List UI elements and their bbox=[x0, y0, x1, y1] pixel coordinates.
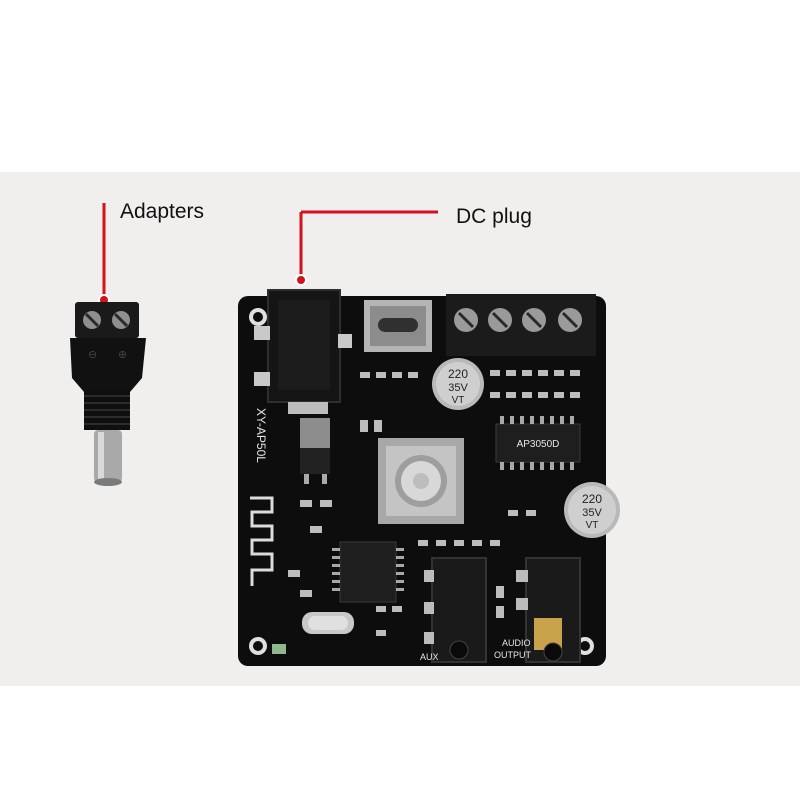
screw-terminal bbox=[446, 294, 596, 356]
capacitor-1-value: 220 bbox=[448, 367, 468, 381]
status-led bbox=[272, 644, 286, 654]
capacitor-2: 220 35V VT bbox=[564, 482, 620, 538]
dc-plug-callout bbox=[295, 210, 438, 286]
dc-adapter-plug: ⊖ ⊕ bbox=[70, 302, 146, 486]
adapters-callout bbox=[98, 203, 110, 306]
capacitor-2-voltage: 35V bbox=[582, 507, 602, 519]
audio-output-jack: AUDIO OUTPUT bbox=[494, 557, 581, 663]
chip-label: AP3050D bbox=[517, 439, 560, 450]
adapters-label: Adapters bbox=[120, 200, 205, 223]
dc-jack bbox=[254, 289, 352, 414]
smd-components bbox=[288, 370, 580, 636]
svg-text:⊕: ⊕ bbox=[118, 349, 127, 361]
audio-label: AUDIO bbox=[502, 638, 531, 648]
capacitor-1-series: VT bbox=[452, 395, 465, 406]
usb-c-port bbox=[364, 300, 432, 352]
output-label: OUTPUT bbox=[494, 650, 532, 660]
bluetooth-chip bbox=[332, 541, 404, 603]
dc-plug-label: DC plug bbox=[456, 205, 532, 228]
capacitor-2-value: 220 bbox=[582, 492, 602, 506]
aux-label: AUX bbox=[420, 652, 439, 662]
aux-jack: AUX bbox=[420, 557, 487, 663]
crystal-oscillator bbox=[302, 612, 354, 634]
voltage-regulator bbox=[300, 418, 330, 484]
volume-knob bbox=[378, 438, 464, 524]
pcb-board: 220 35V VT 220 35V VT AP3050D bbox=[238, 289, 620, 666]
capacitor-1-voltage: 35V bbox=[448, 382, 468, 394]
amplifier-chip: AP3050D bbox=[495, 416, 581, 470]
svg-text:⊖: ⊖ bbox=[88, 349, 97, 361]
capacitor-1: 220 35V VT bbox=[432, 358, 484, 410]
board-model-label: XY-AP50L bbox=[254, 408, 268, 463]
antenna-trace bbox=[250, 496, 274, 586]
capacitor-2-series: VT bbox=[586, 520, 599, 531]
